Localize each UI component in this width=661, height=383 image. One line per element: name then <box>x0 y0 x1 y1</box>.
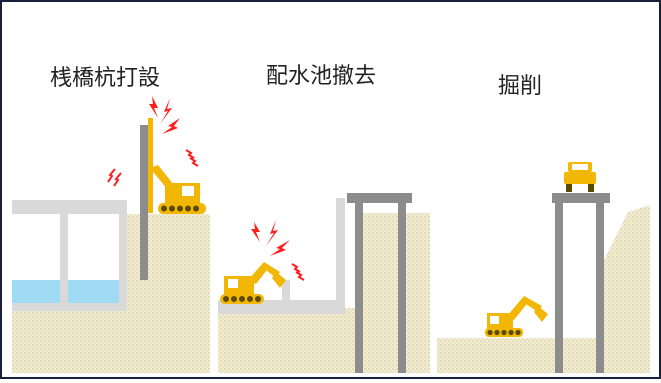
tank-top-slab <box>12 200 127 214</box>
vibration-icon <box>107 149 199 187</box>
stage-label-tank-removal: 配水池撤去 <box>266 64 377 89</box>
tank-stub <box>282 280 290 300</box>
tank-wall-right <box>119 214 127 304</box>
soil-slope-right <box>600 205 650 373</box>
soil-ground-left <box>127 214 210 373</box>
soil-under-tank <box>12 303 130 373</box>
trestle-pile-right-2 <box>596 203 604 373</box>
impact-icon <box>251 220 290 256</box>
excavator-icon <box>220 262 286 304</box>
impact-icon <box>149 96 180 134</box>
trestle-pile-left <box>355 203 363 373</box>
trestle-pile-left-2 <box>555 203 563 373</box>
pile-driver-icon <box>148 118 206 214</box>
tank-bottom <box>12 303 127 311</box>
soil-excavated-floor <box>437 338 605 373</box>
vibration-icon <box>291 263 305 281</box>
stage-label-pile-driving: 桟橋杭打設 <box>50 66 161 91</box>
soil-ground-middle <box>357 213 430 373</box>
section-pile-driving <box>12 96 210 373</box>
driven-pile <box>140 125 148 280</box>
section-excavation <box>437 162 650 373</box>
tank-column <box>60 214 68 304</box>
stage-label-excavation: 掘削 <box>498 74 543 99</box>
tank-water-right <box>68 280 119 303</box>
trestle-deck-right <box>552 193 610 203</box>
trestle-pile-right <box>398 203 406 373</box>
section-tank-removal <box>218 193 430 373</box>
trestle-deck-middle <box>347 193 412 203</box>
truck-icon <box>564 162 596 192</box>
excavator-icon <box>485 296 548 337</box>
tank-water-left <box>12 280 60 303</box>
